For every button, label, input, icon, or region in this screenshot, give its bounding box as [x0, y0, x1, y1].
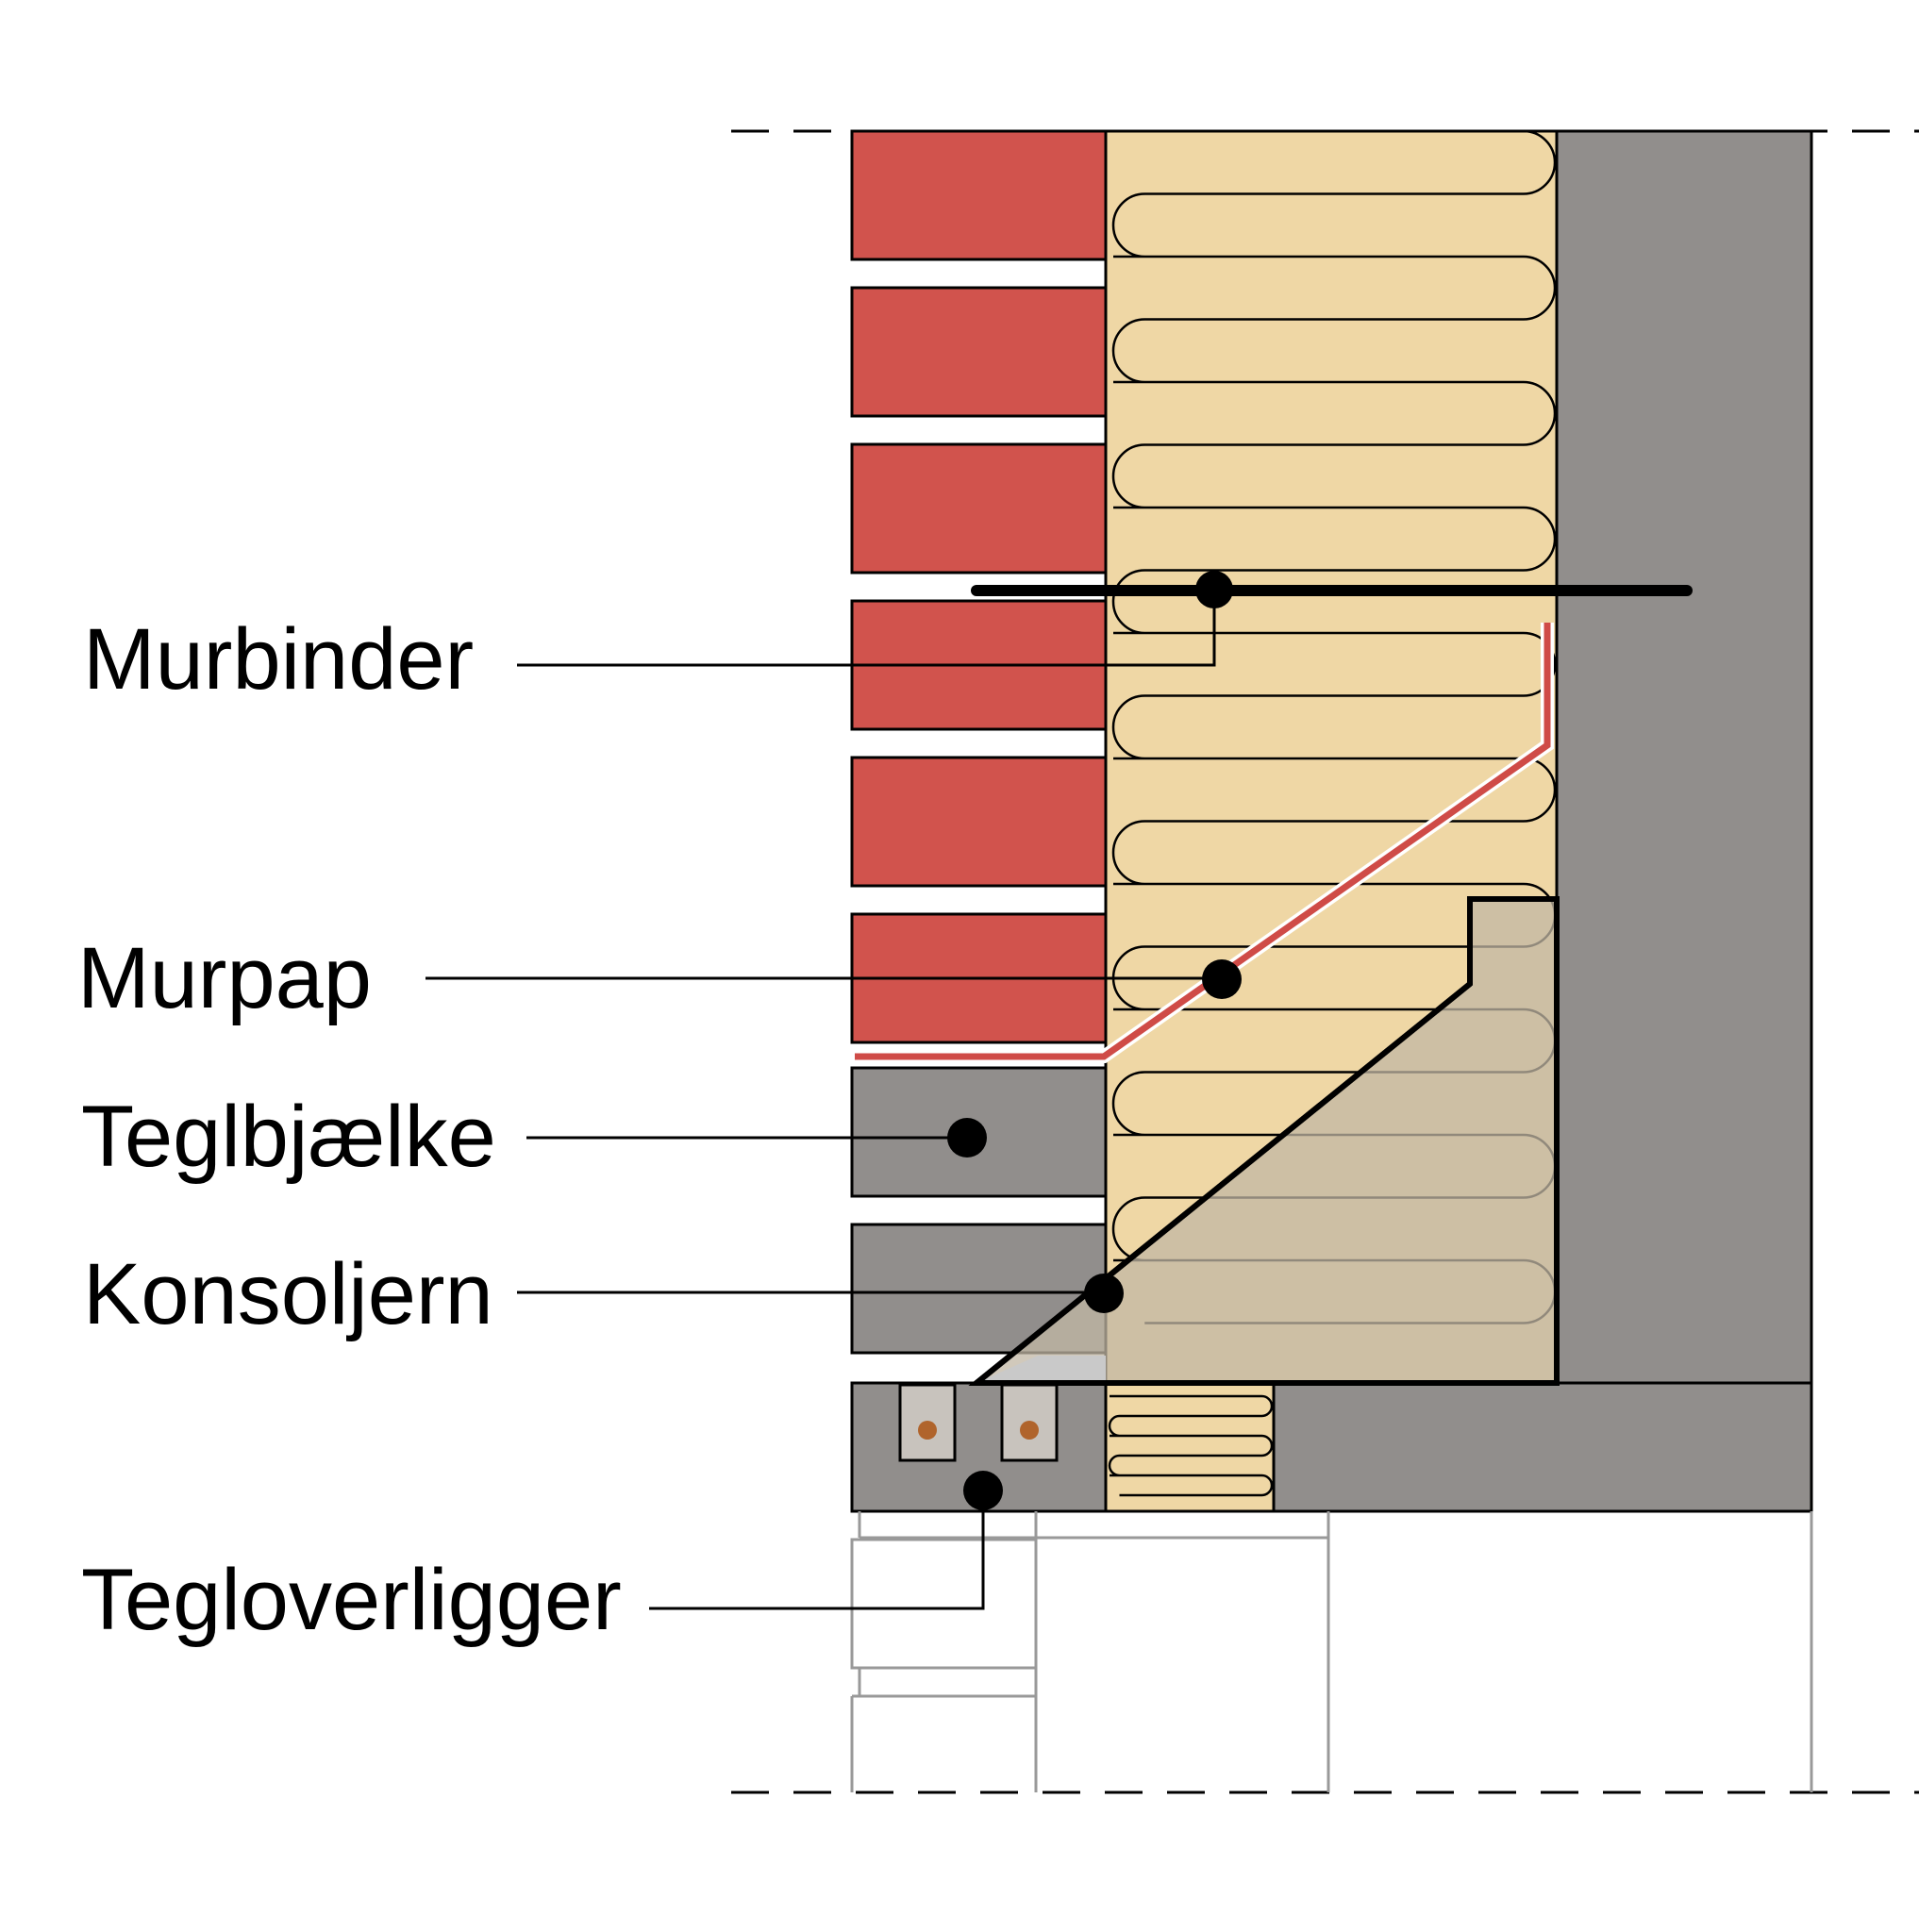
- label-tegloverligger: Tegloverligger: [81, 1552, 622, 1648]
- brick: [850, 129, 1108, 261]
- bolt-left: [918, 1421, 937, 1440]
- lintel-anchor-plates: [898, 1383, 1059, 1462]
- insulation-strip-pattern: [1108, 1394, 1274, 1497]
- marker-murbinder: [1195, 571, 1233, 608]
- concrete-backing-wall: [1555, 129, 1813, 1513]
- label-teglbjaelke: Teglbjælke: [81, 1089, 496, 1185]
- brick: [850, 286, 1108, 418]
- window-frame-below: [850, 1511, 1813, 1792]
- insulation-wave: [1108, 1394, 1274, 1497]
- leader-lines: [426, 589, 1222, 1610]
- marker-murpap: [1202, 959, 1242, 999]
- console-bracket-edge: [968, 896, 1560, 1386]
- marker-tegloverligger: [963, 1471, 1003, 1510]
- brick: [850, 442, 1108, 575]
- label-murbinder: Murbinder: [83, 611, 474, 708]
- label-murpap: Murpap: [77, 930, 372, 1026]
- marker-konsoljern: [1084, 1274, 1124, 1313]
- brick-outer-leaf: [850, 129, 1108, 1044]
- bolt-right: [1020, 1421, 1039, 1440]
- frame-block: [850, 1538, 1038, 1670]
- insulation-strip-lower: [1104, 1381, 1276, 1513]
- concrete-lower-band: [1272, 1381, 1813, 1513]
- marker-teglbjaelke: [947, 1118, 987, 1158]
- label-konsoljern: Konsoljern: [83, 1246, 493, 1342]
- marker-dots: [947, 571, 1242, 1510]
- leader-murbinder: [517, 589, 1216, 667]
- console-bracket-tip: [976, 1356, 1106, 1383]
- damp-proof-course: [855, 623, 1551, 1060]
- brick: [850, 756, 1108, 888]
- leader-tegloverligger: [649, 1491, 985, 1610]
